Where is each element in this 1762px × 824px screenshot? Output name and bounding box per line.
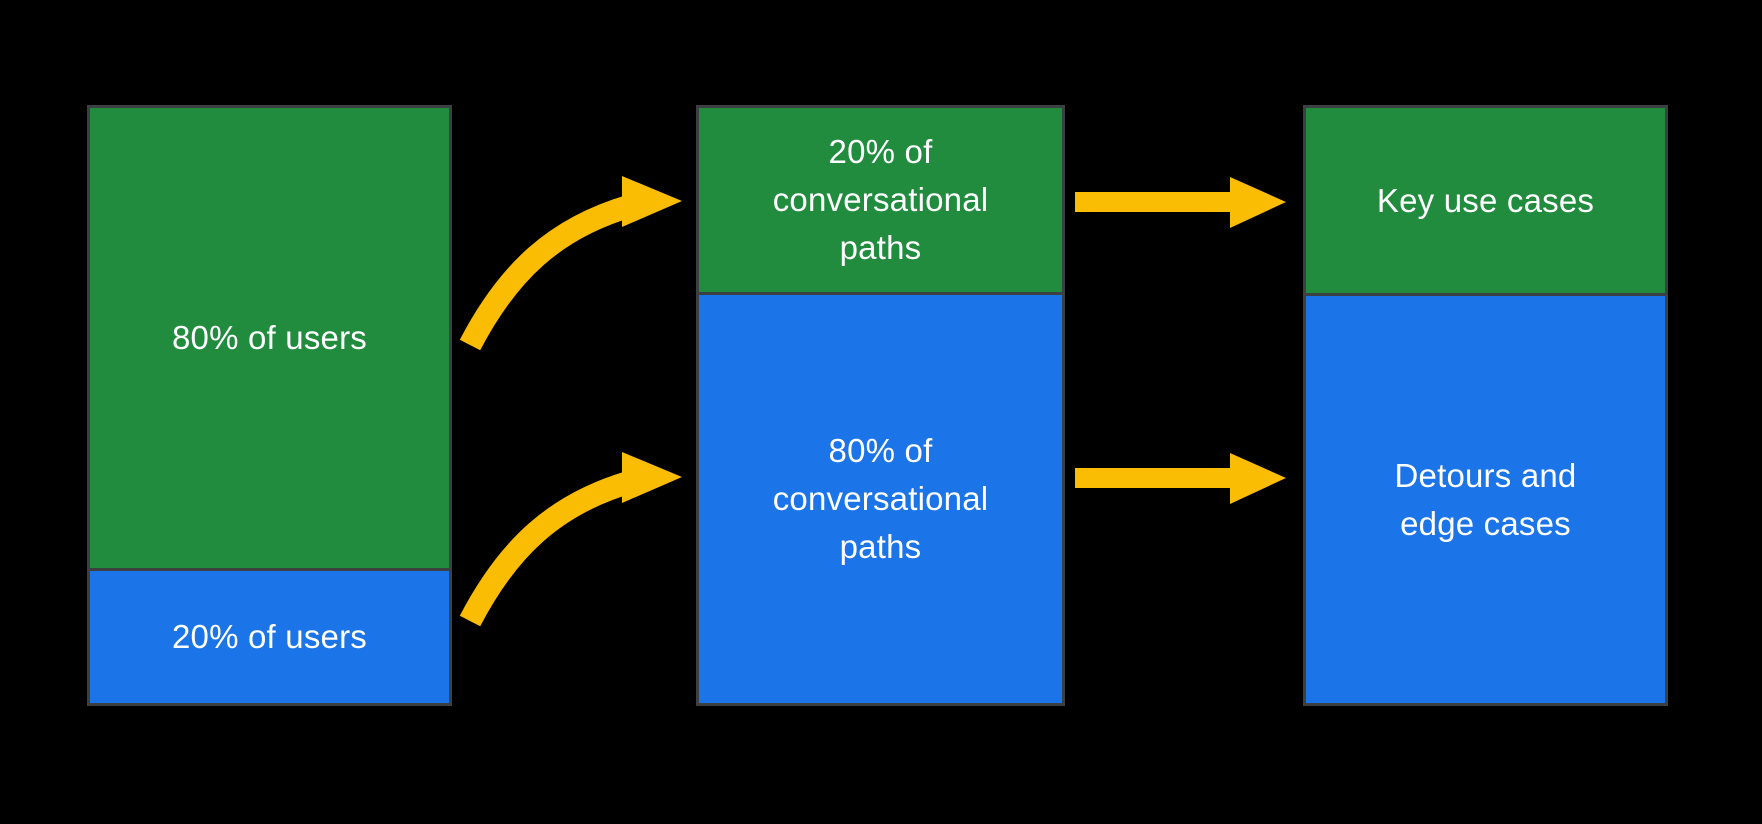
segment-users-majority: 80% of users [90, 108, 449, 568]
segment-label: 80% of users [171, 319, 367, 357]
bar-conversational-paths: 20% of conversational paths 80% of conve… [696, 105, 1065, 706]
segment-label: 20% of conversational paths [772, 133, 989, 266]
straight-arrow-bottom-icon [1075, 453, 1286, 504]
straight-arrow-top-shaft [1075, 192, 1233, 212]
segment-label: 20% of users [171, 618, 367, 656]
straight-arrow-bottom-head [1230, 453, 1286, 504]
straight-arrow-top-icon [1075, 177, 1286, 228]
curved-arrow-bottom-head [622, 452, 682, 503]
straight-arrow-top-head [1230, 177, 1286, 228]
curved-arrow-bottom-icon [459, 452, 682, 627]
straight-arrow-bottom-shaft [1075, 468, 1233, 488]
segment-label: Key use cases [1376, 181, 1595, 219]
segment-key-use-cases: Key use cases [1306, 108, 1665, 294]
segment-users-minority: 20% of users [90, 567, 449, 703]
segment-paths-minority: 20% of conversational paths [699, 108, 1062, 292]
curved-arrow-top-icon [459, 176, 682, 351]
curved-arrow-top-shaft [459, 194, 634, 351]
segment-detours-edge-cases: Detours and edge cases [1306, 293, 1665, 703]
curved-arrow-top-head [622, 176, 682, 227]
bar-outcomes: Key use cases Detours and edge cases [1303, 105, 1668, 706]
bar-users: 80% of users 20% of users [87, 105, 452, 706]
segment-label: 80% of conversational paths [772, 432, 989, 565]
curved-arrow-bottom-shaft [459, 470, 634, 627]
segment-paths-majority: 80% of conversational paths [699, 291, 1062, 703]
segment-label: Detours and edge cases [1394, 456, 1577, 542]
